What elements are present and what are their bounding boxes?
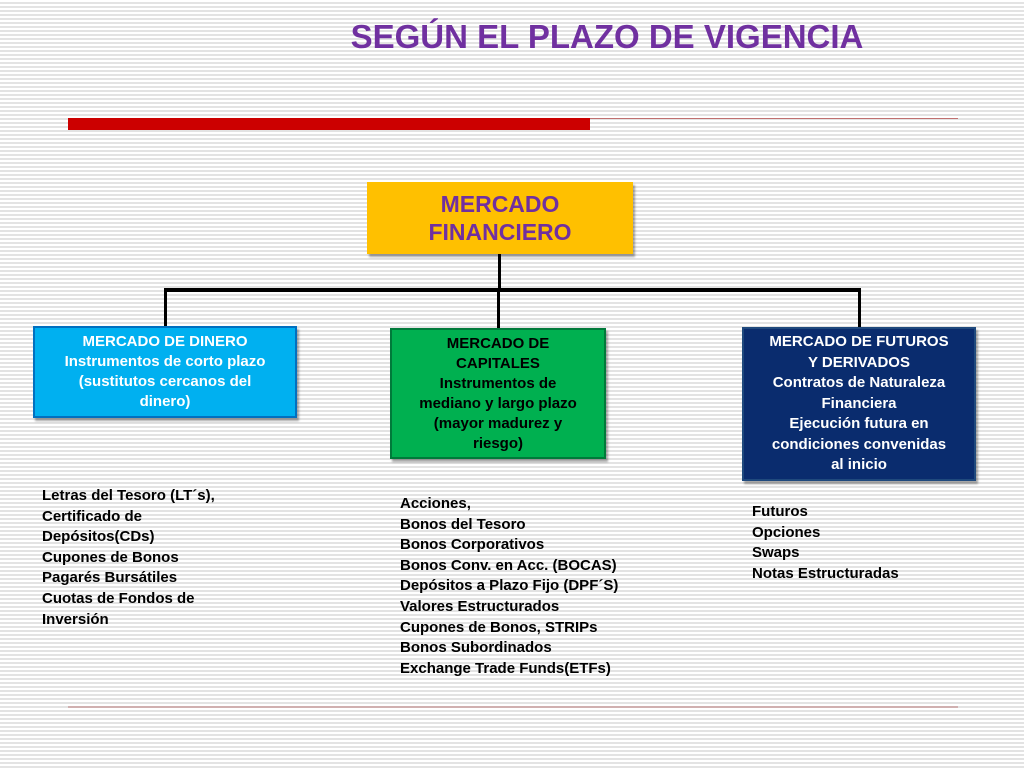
node-line: Ejecución futura en <box>789 415 929 433</box>
node-line: Instrumentos de corto plazo <box>64 353 266 370</box>
node-mercado-futuros: MERCADO DE FUTUROS Y DERIVADOS Contratos… <box>742 327 976 481</box>
list-item: Opciones <box>752 523 821 541</box>
node-line: dinero) <box>139 393 191 410</box>
list-capitales-instruments: Acciones, Bonos del Tesoro Bonos Corpora… <box>400 494 690 679</box>
list-dinero-instruments: Letras del Tesoro (LT´s), Certificado de… <box>42 486 272 630</box>
list-item: Bonos Corporativos <box>400 536 545 554</box>
node-line: condiciones convenidas <box>771 435 947 453</box>
connector-capitales-drop <box>497 288 500 328</box>
node-line: (mayor madurez y <box>433 414 563 432</box>
node-line: (sustitutos cercanos del <box>78 373 252 390</box>
list-item: Bonos Conv. en Acc. (BOCAS) <box>400 556 617 574</box>
connector-horizontal <box>164 288 861 292</box>
list-item: Depósitos a Plazo Fijo (DPF´S) <box>400 577 619 595</box>
node-root-line1: MERCADO <box>440 191 560 217</box>
list-item: Certificado de <box>42 507 143 525</box>
node-line: Y DERIVADOS <box>808 353 910 371</box>
list-item: Acciones, <box>400 495 471 512</box>
node-line: mediano y largo plazo <box>419 394 577 412</box>
connector-futuros-drop <box>858 288 861 327</box>
node-line: Instrumentos de <box>439 374 557 392</box>
list-item: Pagarés Bursátiles <box>42 569 178 587</box>
list-item: Cupones de Bonos <box>42 548 179 566</box>
list-item: Valores Estructurados <box>400 597 560 615</box>
list-item: Swaps <box>752 544 800 562</box>
node-line: riesgo) <box>472 434 523 452</box>
connector-root-stem <box>498 254 501 290</box>
node-line: MERCADO DE FUTUROS <box>769 333 949 351</box>
list-item: Cupones de Bonos, STRIPs <box>400 618 598 636</box>
list-item: Letras del Tesoro (LT´s), <box>42 487 215 504</box>
node-mercado-financiero: MERCADO FINANCIERO <box>367 182 633 254</box>
node-line: Contratos de Naturaleza <box>772 374 946 392</box>
list-item: Depósitos(CDs) <box>42 528 155 546</box>
list-futuros-instruments: Futuros Opciones Swaps Notas Estructurad… <box>752 502 972 584</box>
list-item: Exchange Trade Funds(ETFs) <box>400 659 611 677</box>
list-item: Inversión <box>42 610 109 628</box>
node-line: Financiera <box>821 394 897 412</box>
list-item: Bonos del Tesoro <box>400 515 526 533</box>
node-line: MERCADO DE <box>446 334 550 352</box>
node-mercado-dinero: MERCADO DE DINERO Instrumentos de corto … <box>33 326 297 418</box>
list-item: Notas Estructuradas <box>752 564 899 582</box>
node-mercado-capitales: MERCADO DE CAPITALES Instrumentos de med… <box>390 328 606 459</box>
list-item: Cuotas de Fondos de <box>42 589 195 607</box>
connector-dinero-drop <box>164 288 167 326</box>
footer-rule <box>68 706 958 708</box>
list-item: Bonos Subordinados <box>400 639 552 657</box>
node-root-line2: FINANCIERO <box>428 219 572 245</box>
list-item: Futuros <box>752 503 808 520</box>
node-line: MERCADO DE DINERO <box>82 333 248 350</box>
node-line: al inicio <box>831 456 887 474</box>
header-accent-bar <box>68 118 590 130</box>
node-line: CAPITALES <box>456 354 540 372</box>
page-title: SEGÚN EL PLAZO DE VIGENCIA <box>350 18 864 55</box>
